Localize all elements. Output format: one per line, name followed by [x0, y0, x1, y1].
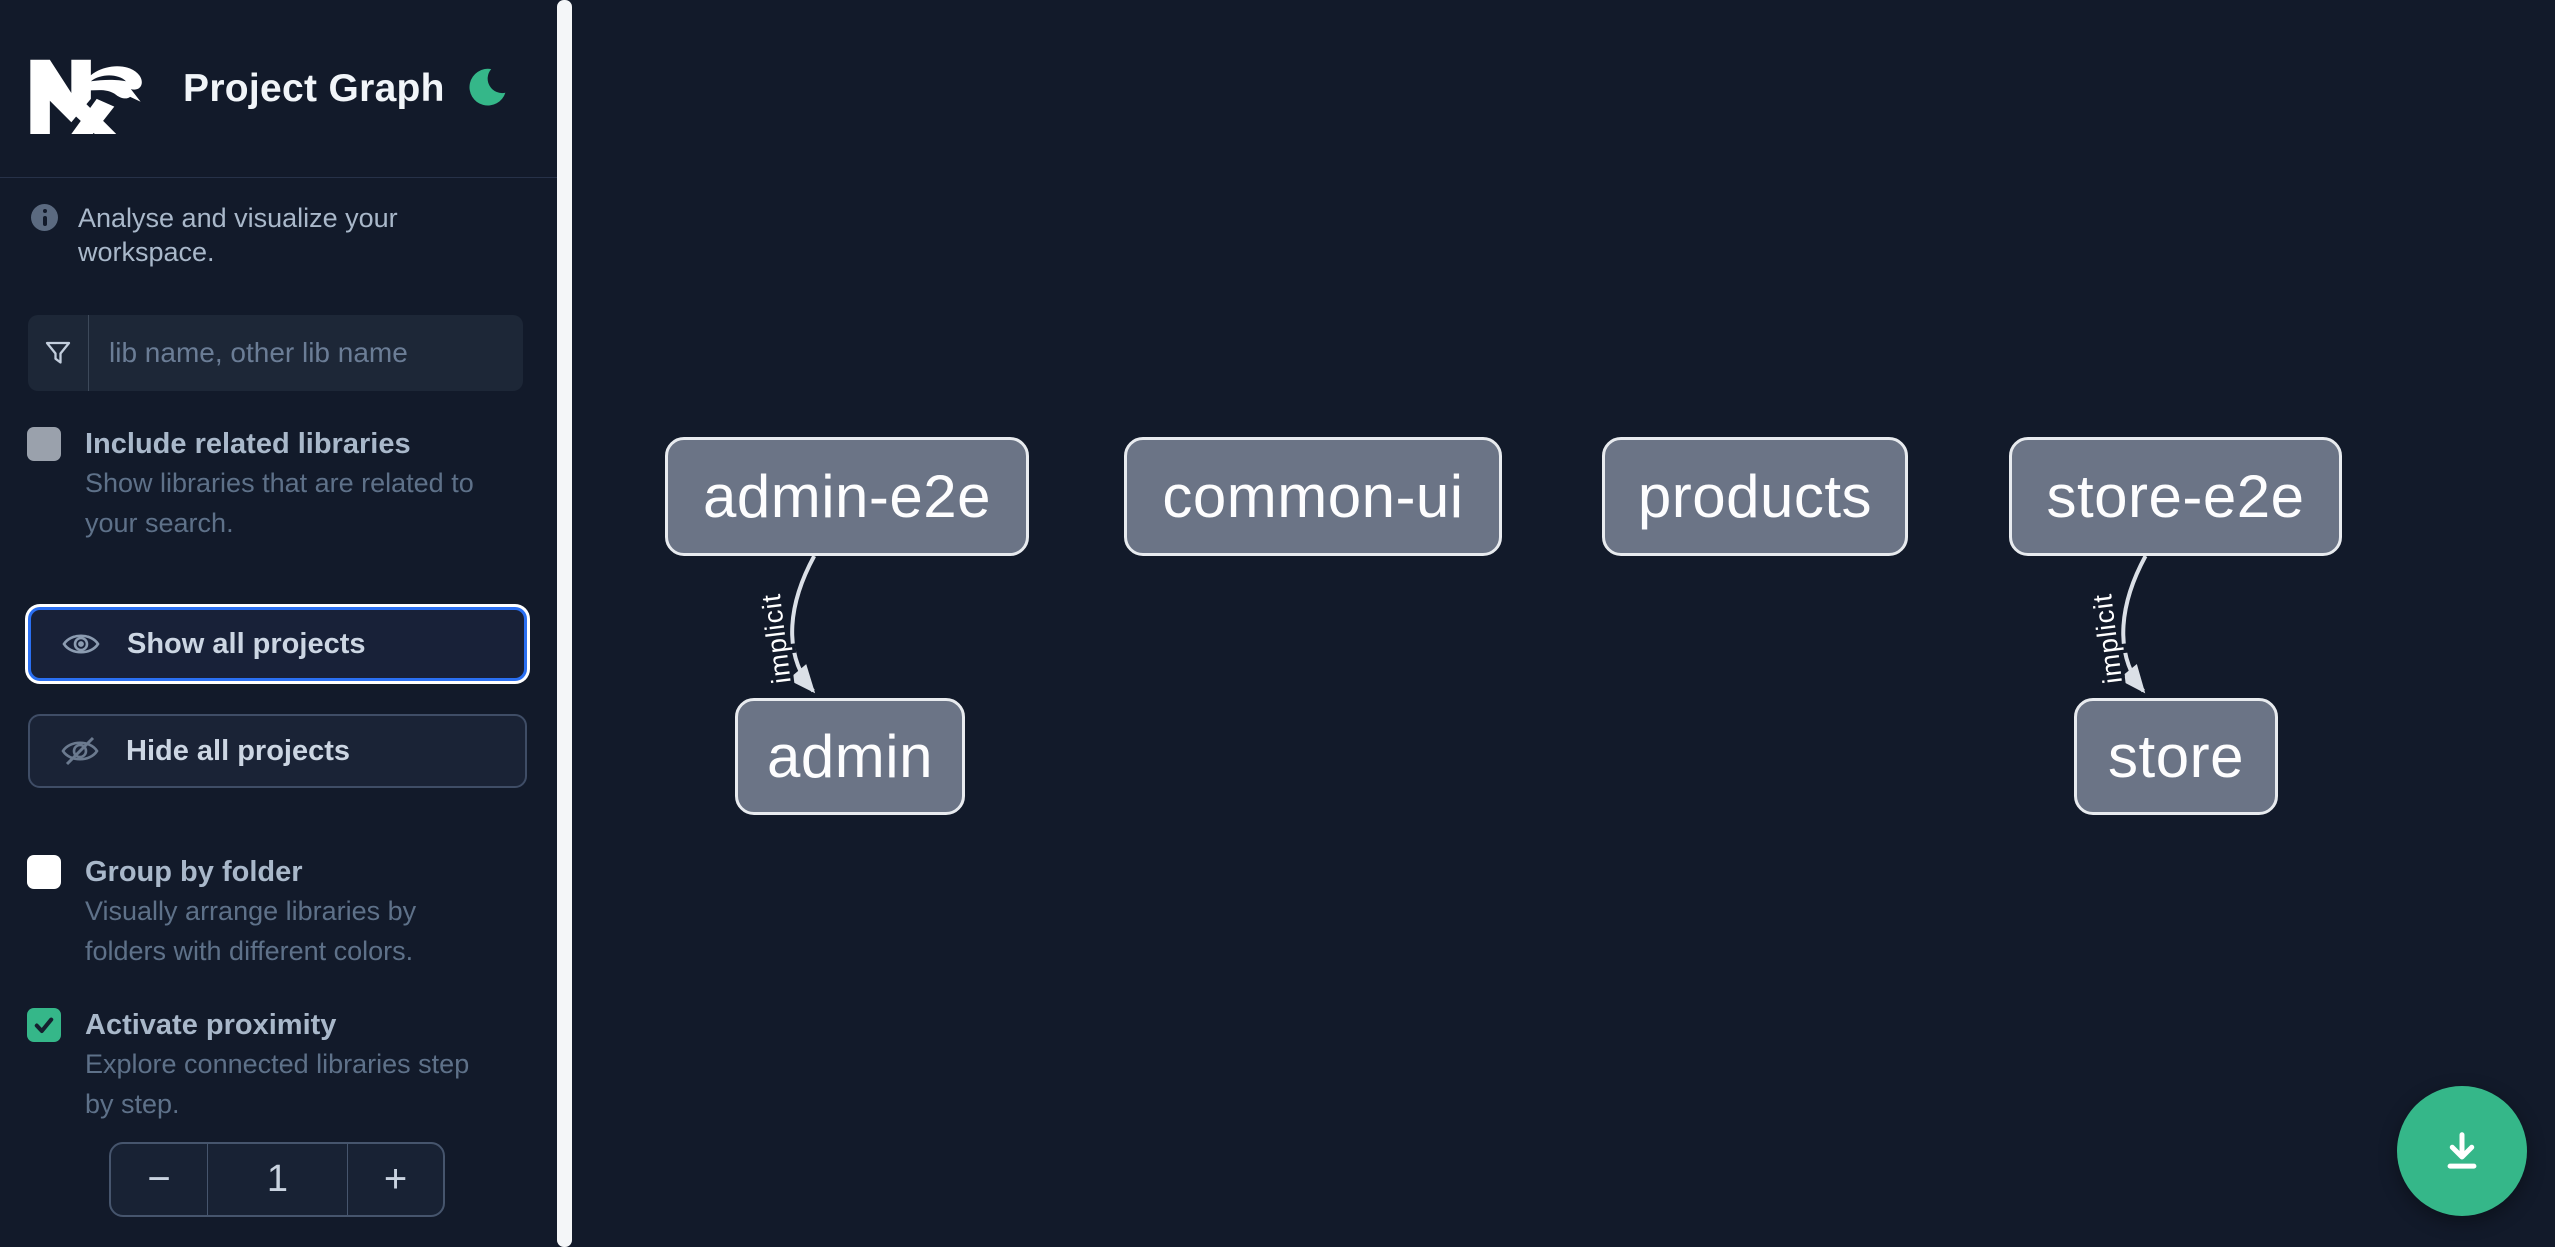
nx-logo — [30, 59, 142, 134]
project-graph-canvas[interactable]: implicit implicit admin-e2e common-ui produ… — [572, 0, 2555, 1247]
workspace-info: Analyse and visualize your workspace. — [31, 201, 531, 269]
graph-node-admin-e2e[interactable]: admin-e2e — [665, 437, 1029, 556]
toggle-label: Group by folder — [85, 856, 303, 888]
eye-icon — [62, 634, 100, 654]
edge-label: implicit — [756, 592, 797, 685]
hide-all-projects-button[interactable]: Hide all projects — [28, 714, 527, 788]
graph-node-common-ui[interactable]: common-ui — [1124, 437, 1502, 556]
decrement-button[interactable]: − — [111, 1144, 208, 1215]
sidebar-resize-handle[interactable] — [557, 0, 572, 1247]
graph-node-store-e2e[interactable]: store-e2e — [2009, 437, 2342, 556]
sidebar-header: Project Graph — [0, 0, 557, 178]
theme-toggle-button[interactable] — [462, 63, 512, 113]
sidebar: Project Graph Analyse and visualize your… — [0, 0, 557, 1247]
info-icon — [31, 204, 58, 231]
increment-button[interactable]: + — [347, 1144, 443, 1215]
moon-icon — [469, 68, 506, 106]
graph-edges-layer: implicit implicit — [752, 555, 2148, 694]
export-graph-button[interactable] — [2397, 1086, 2527, 1216]
filter-funnel-icon — [28, 315, 89, 391]
toggle-include-related-libraries: Include related libraries Show libraries… — [27, 425, 532, 543]
filter-search — [28, 315, 523, 391]
proximity-depth-stepper: − 1 + — [109, 1142, 445, 1217]
stepper-value[interactable]: 1 — [266, 1158, 289, 1200]
activate-proximity-checkbox[interactable] — [27, 1008, 61, 1042]
graph-node-store[interactable]: store — [2074, 698, 2278, 815]
toggle-description: Explore connected libraries step by step… — [85, 1049, 470, 1119]
include-related-checkbox[interactable] — [27, 427, 61, 461]
toggle-label: Activate proximity — [85, 1009, 337, 1041]
page-title: Project Graph — [183, 66, 445, 110]
info-text: Analyse and visualize your workspace. — [78, 203, 398, 267]
eye-off-icon — [61, 736, 99, 766]
graph-edge-store-e2e-store — [2118, 555, 2148, 694]
download-icon — [2447, 1132, 2477, 1169]
library-filter-input[interactable] — [89, 315, 523, 391]
toggle-description: Visually arrange libraries by folders wi… — [85, 896, 417, 966]
toggle-group-by-folder: Group by folder Visually arrange librari… — [27, 853, 532, 971]
graph-node-products[interactable]: products — [1602, 437, 1908, 556]
show-all-projects-button[interactable]: Show all projects — [28, 607, 527, 681]
graph-edge-admin-e2e-admin — [787, 555, 816, 694]
toggle-activate-proximity: Activate proximity Explore connected lib… — [27, 1006, 532, 1124]
graph-node-admin[interactable]: admin — [735, 698, 965, 815]
toggle-description: Show libraries that are related to your … — [85, 468, 474, 538]
toggle-label: Include related libraries — [85, 428, 411, 460]
edge-label: implicit — [2087, 592, 2128, 685]
group-by-folder-checkbox[interactable] — [27, 855, 61, 889]
